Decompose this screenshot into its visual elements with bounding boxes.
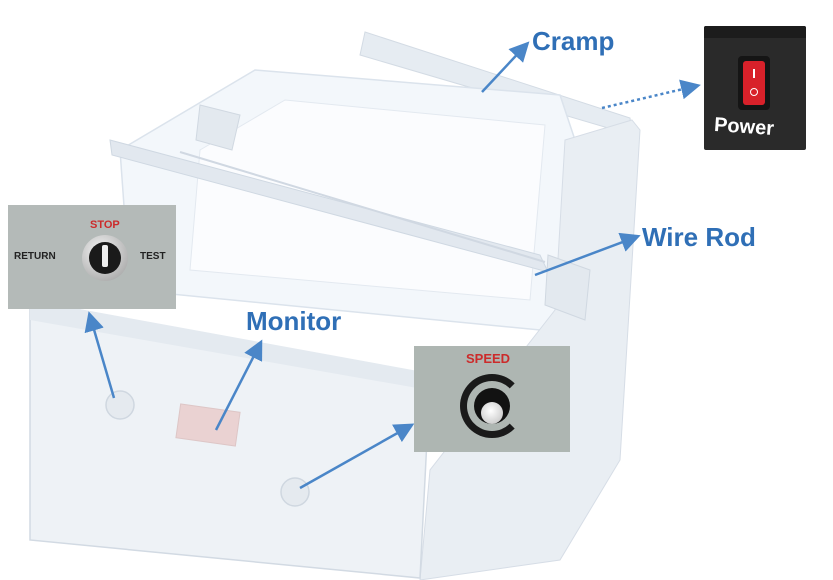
speed-arrow — [299, 423, 415, 490]
return-label: RETURN — [14, 251, 56, 262]
power-switch-inset: Power — [704, 26, 806, 150]
knob-indicator-bar — [102, 245, 108, 267]
speed-label: SPEED — [466, 351, 511, 366]
power-rocker-switch — [743, 61, 765, 105]
left-clamp-bracket — [195, 104, 241, 151]
cramp-label: Cramp — [532, 26, 615, 56]
speed-knob-cap — [481, 402, 503, 424]
switch-off-mark — [750, 88, 758, 96]
wire-rod-arrow — [534, 232, 641, 277]
wire-rod-label: Wire Rod — [642, 222, 756, 252]
monitor-arrow — [214, 339, 263, 431]
power-housing-top — [704, 26, 806, 38]
speed-knob-faded — [280, 477, 310, 507]
wire-rod-line — [179, 151, 546, 263]
power-arrow — [601, 79, 701, 110]
switch-on-mark — [753, 69, 755, 78]
mode-switch-arrow — [84, 311, 116, 399]
monitor-label: Monitor — [246, 306, 342, 336]
rocker-housing — [738, 56, 770, 110]
power-label: Power — [713, 113, 775, 141]
speed-knob[interactable] — [474, 388, 510, 424]
cramp-arrow — [481, 41, 530, 93]
test-label: TEST — [140, 251, 166, 262]
speed-knob-inset: SPEED — [414, 346, 570, 452]
mode-switch-inset: STOP RETURN TEST — [8, 205, 176, 309]
mode-selector-knob[interactable] — [82, 235, 128, 281]
front-panel-edge — [30, 300, 440, 392]
stop-label: STOP — [90, 219, 120, 231]
knob-face — [89, 242, 121, 274]
speed-dial-ring — [460, 374, 524, 438]
right-clamp-bracket — [544, 254, 591, 321]
